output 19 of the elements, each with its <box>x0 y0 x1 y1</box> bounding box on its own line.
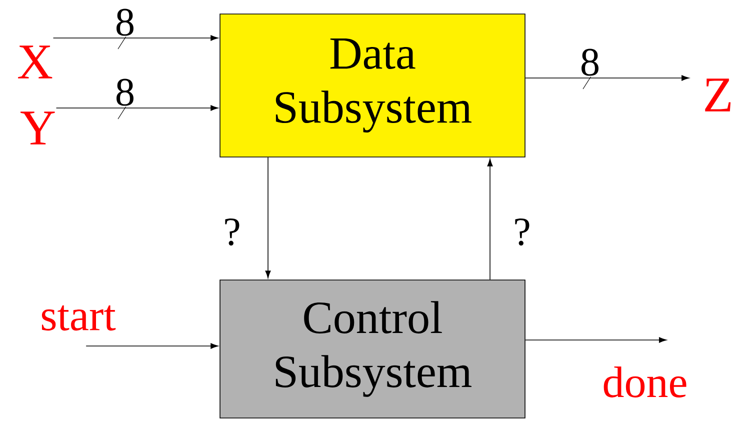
arrow <box>265 157 271 278</box>
arrow <box>525 75 690 81</box>
signal-name: X <box>18 46 52 78</box>
arrow <box>86 343 218 349</box>
signal-name: Z <box>705 78 731 112</box>
edge-label: 8 <box>582 48 598 76</box>
edge-label: 8 <box>116 78 134 106</box>
subsystem-box: Control Subsystem <box>220 280 526 418</box>
signal-name: start <box>42 305 116 331</box>
edge-label: 8 <box>116 8 134 36</box>
arrow <box>487 158 493 280</box>
arrow <box>525 337 667 343</box>
subsystem-box: Data Subsystem <box>220 14 526 158</box>
edge-label: ? <box>225 218 240 246</box>
arrow <box>52 35 218 41</box>
edge-label: ? <box>515 218 530 246</box>
signal-name: Y <box>20 112 55 144</box>
arrow <box>56 105 218 111</box>
signal-name: done <box>604 366 686 398</box>
